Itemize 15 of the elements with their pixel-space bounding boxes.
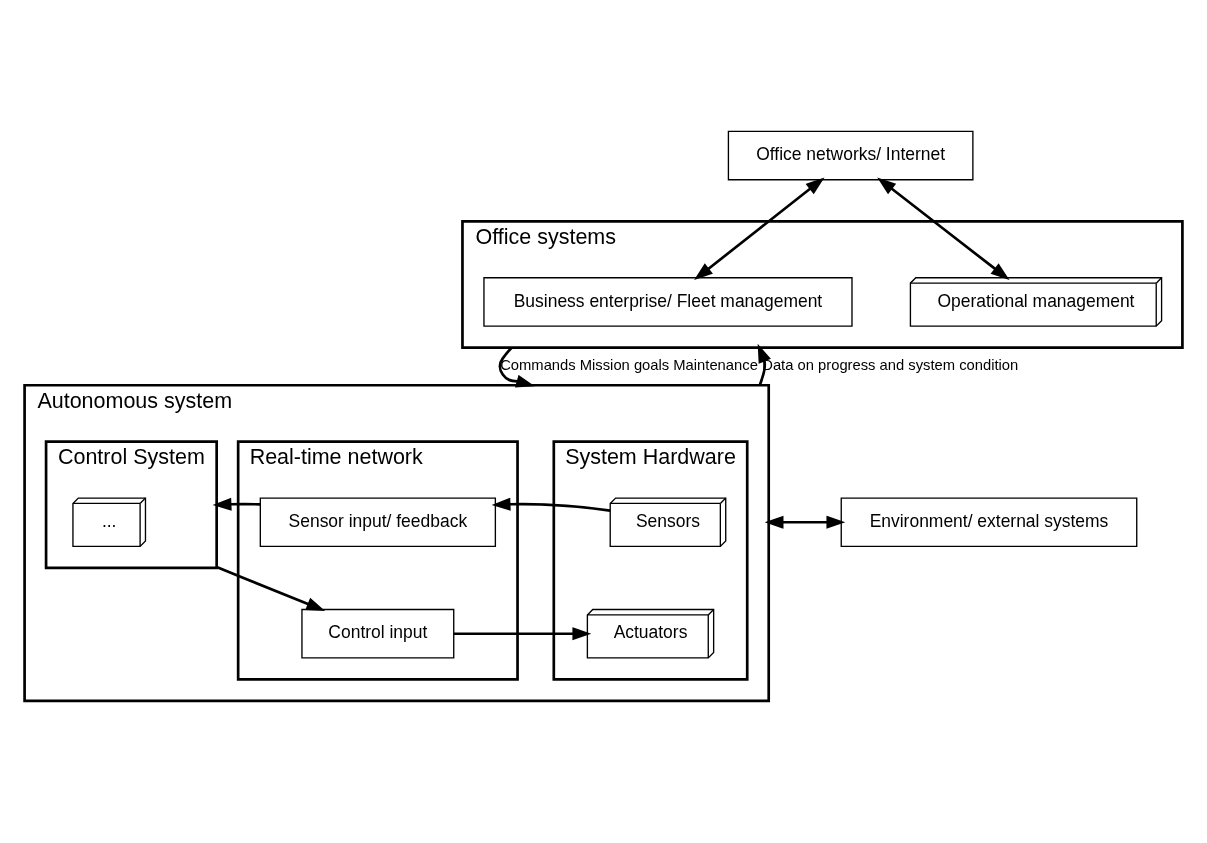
node-box: Business enterprise/ Fleet management — [483, 277, 853, 327]
edge-label: Commands Mission goals Maintenance — [500, 357, 758, 374]
arrow — [498, 346, 535, 388]
node-box: Office networks/ Internet — [727, 130, 974, 181]
arrow — [877, 177, 1010, 281]
arrow — [454, 627, 592, 641]
node-box: Control input — [301, 608, 455, 659]
arrow — [694, 177, 825, 281]
arrow — [216, 565, 326, 612]
node-box: Environment/ external systems — [840, 497, 1138, 548]
arrow — [212, 497, 261, 511]
arrow — [757, 343, 771, 386]
arrow — [764, 515, 846, 529]
arrow — [491, 497, 611, 512]
node-box: Sensor input/ feedback — [259, 497, 497, 548]
